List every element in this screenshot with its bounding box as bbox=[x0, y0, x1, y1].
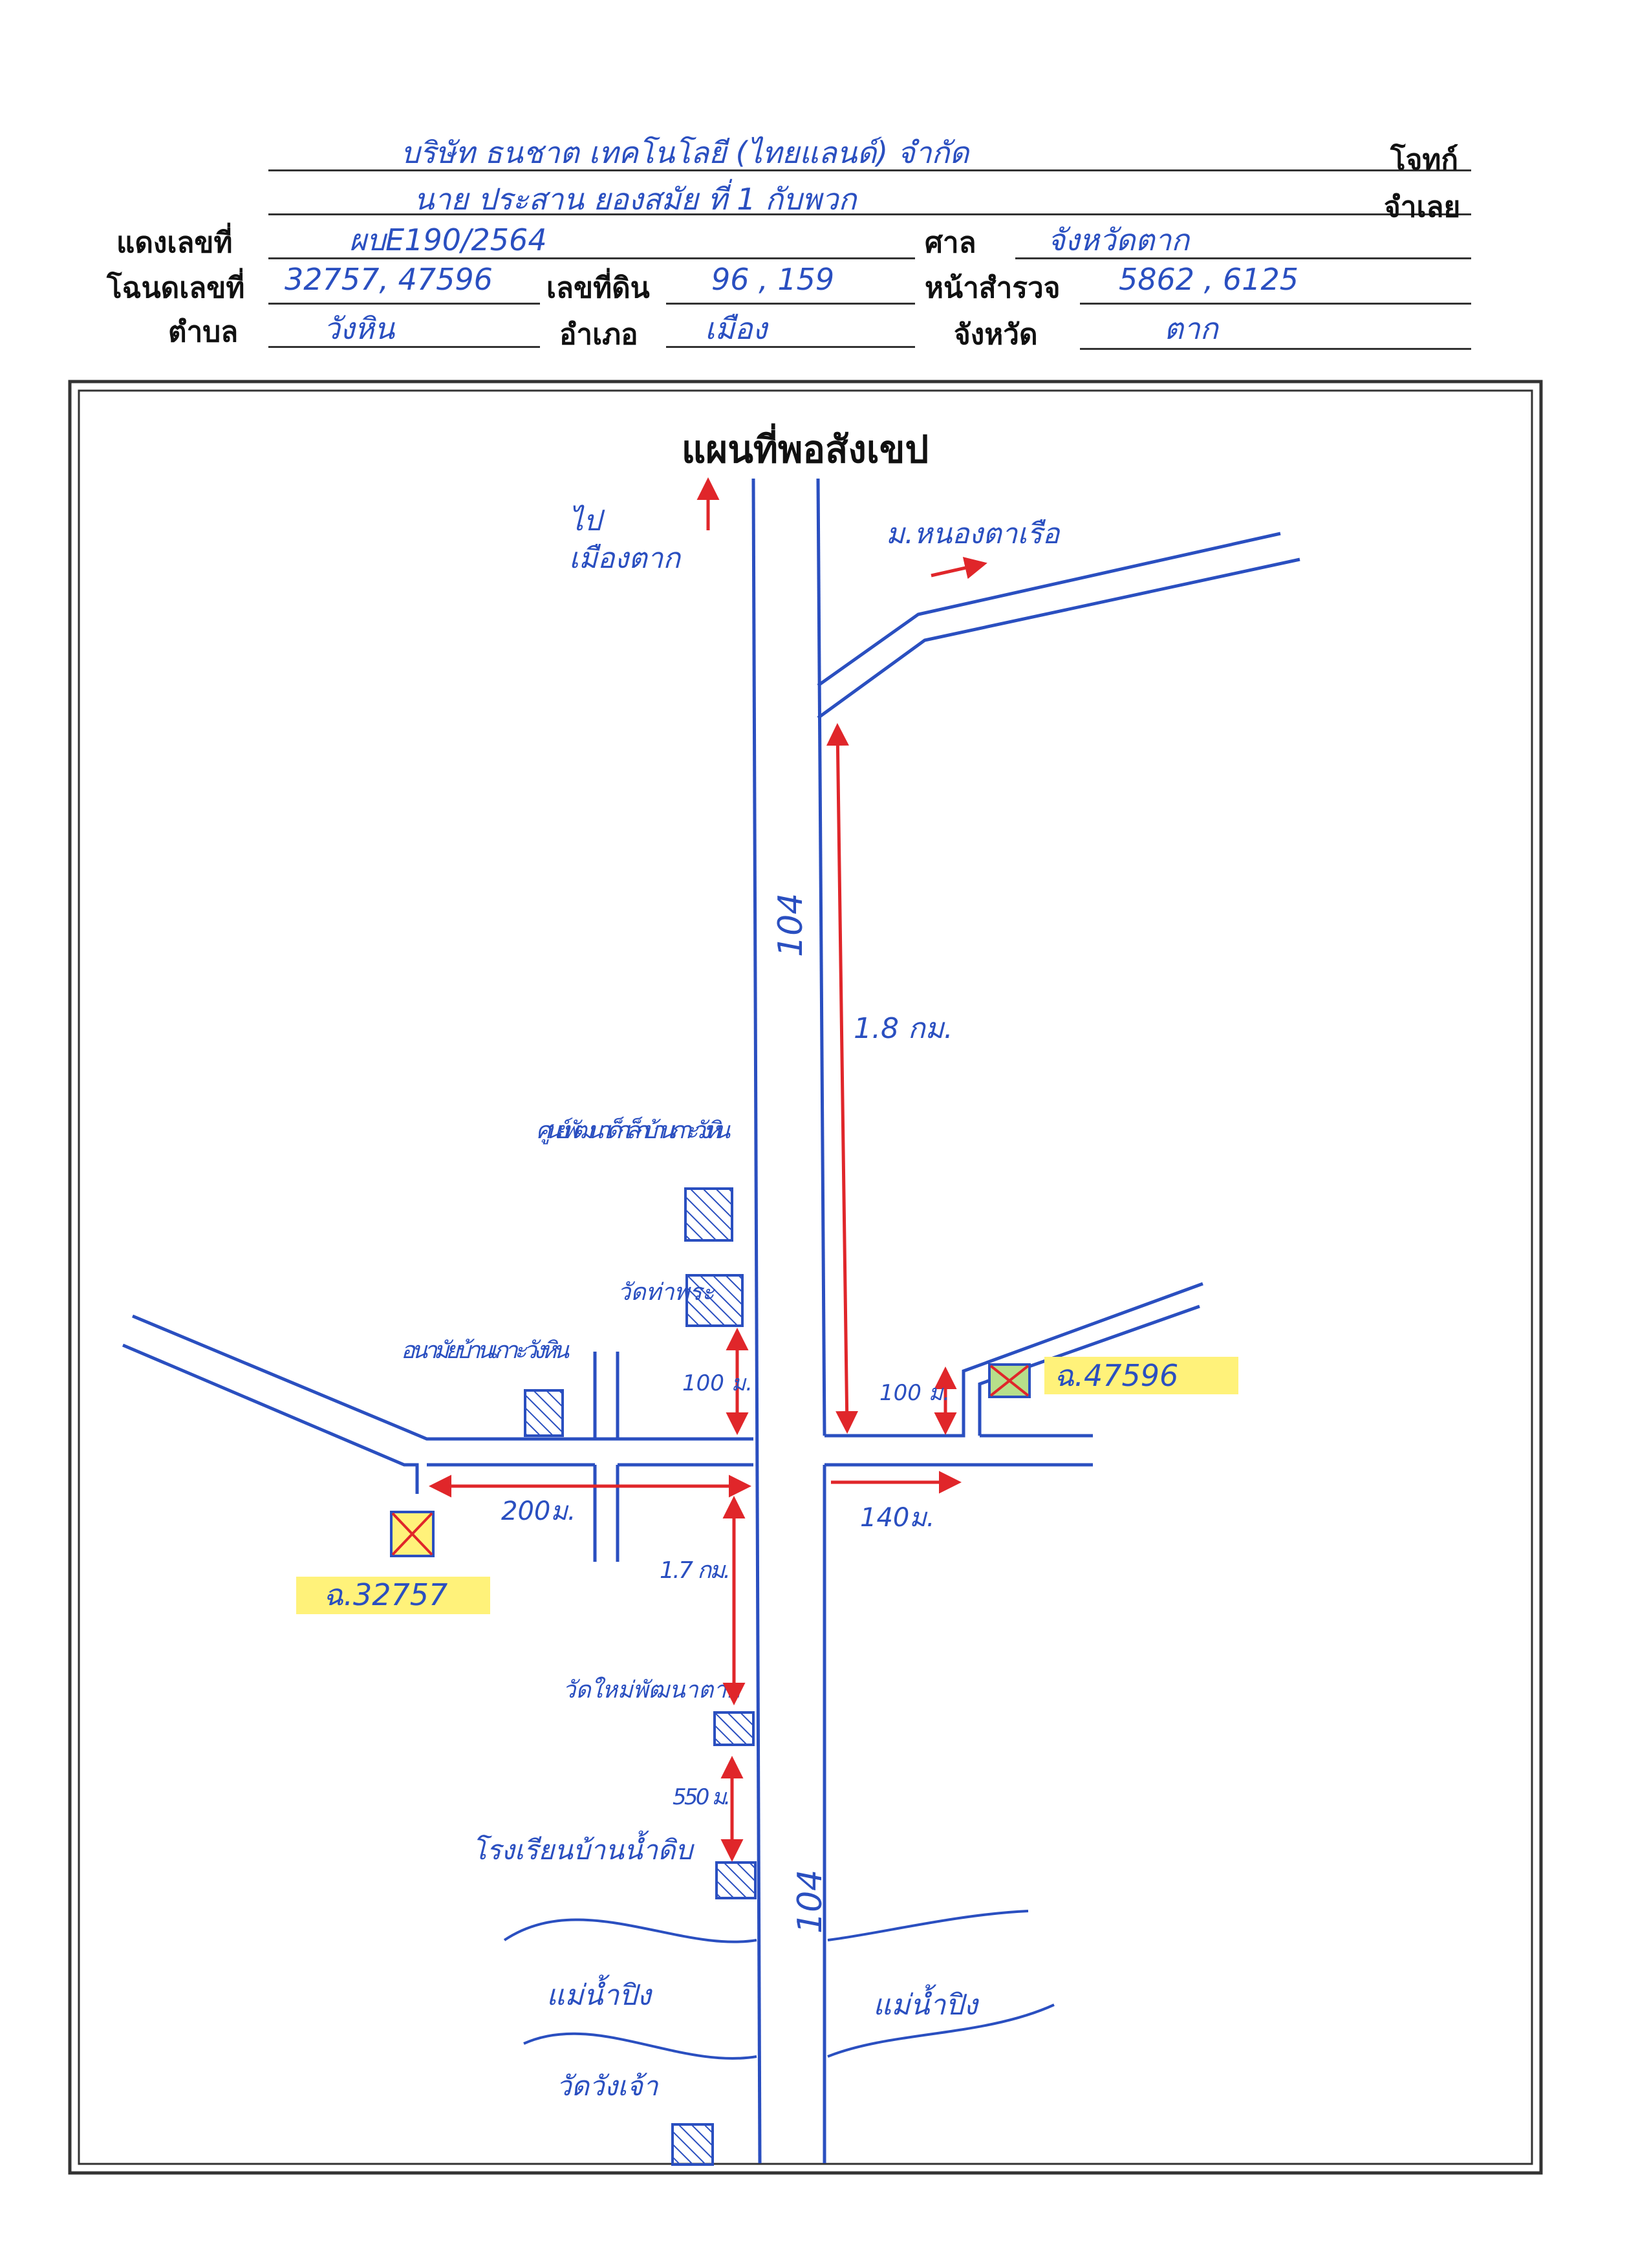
road-nongtaruea bbox=[817, 532, 1300, 720]
dist-south-label: 1.7 กม. bbox=[660, 1557, 731, 1584]
building-health bbox=[524, 1389, 564, 1437]
building-school bbox=[715, 1861, 757, 1899]
temple-south-label: วัดใหม่พัฒนาตาก bbox=[563, 1676, 742, 1703]
road-number-label: 104 bbox=[791, 1870, 830, 1934]
parcel-east-highlight bbox=[1044, 1357, 1238, 1394]
subdistrict-label: ตำบล bbox=[168, 316, 239, 349]
parcel-west-label: ฉ.32757 bbox=[323, 1577, 447, 1612]
rule bbox=[666, 303, 915, 305]
rule bbox=[268, 257, 915, 259]
center-label: ศูนย์พัฒนาเด็กเล็กบ้านเกาะวังหิน bbox=[536, 1116, 731, 1145]
parcel-west-highlight bbox=[296, 1577, 490, 1614]
plaintiff-label: โจทก์ bbox=[1390, 144, 1459, 177]
river bbox=[503, 1910, 1055, 2060]
road-number-label: 104 bbox=[771, 893, 810, 957]
building-temple-bottom bbox=[671, 2123, 714, 2166]
rule bbox=[1080, 348, 1471, 350]
province-label: จังหวัด bbox=[954, 318, 1038, 351]
defendant-value: นาย ประสาน ยองสมัย ที่ 1 กับพวก bbox=[414, 182, 857, 217]
province-value: ตาก bbox=[1164, 311, 1218, 346]
road-104 bbox=[751, 478, 826, 2164]
river-right-label: แม่น้ำปิง bbox=[873, 1984, 980, 2022]
village-road-label: ม.หนองตาเรือ bbox=[886, 517, 1061, 550]
survey-value: 5862 , 6125 bbox=[1119, 262, 1299, 297]
dist-school-label: 550 ม. bbox=[673, 1784, 731, 1810]
land-no-value: 96 , 159 bbox=[711, 262, 835, 297]
temple-bottom-label: วัดวังเจ้า bbox=[556, 2070, 659, 2102]
land-no-label: เลขที่ดิน bbox=[546, 272, 650, 305]
dist-west-side-label: 100 ม. bbox=[682, 1370, 753, 1396]
case-label: แดงเลขที่ bbox=[116, 226, 233, 259]
rule bbox=[268, 213, 1471, 215]
rule bbox=[1080, 303, 1471, 305]
map-title: แผนที่พอสังเขป bbox=[682, 423, 929, 471]
dist-west-label: 200ม. bbox=[501, 1496, 576, 1526]
plaintiff-value: บริษัท ธนชาต เทคโนโลยี (ไทยแลนด์) จำกัด bbox=[401, 135, 969, 170]
arrow-village bbox=[931, 557, 987, 579]
subdistrict-value: วังหิน bbox=[323, 311, 395, 346]
river-left-label: แม่น้ำปิง bbox=[546, 1974, 653, 2012]
rule bbox=[666, 346, 915, 348]
survey-label: หน้าสำรวจ bbox=[925, 272, 1061, 305]
deed-value: 32757, 47596 bbox=[285, 262, 493, 297]
dist-east-label: 140ม. bbox=[860, 1503, 934, 1533]
school-label: โรงเรียนบ้านน้ำดิบ bbox=[472, 1830, 695, 1866]
arrow-dist-north bbox=[826, 723, 859, 1434]
parcel-east-marker bbox=[988, 1363, 1031, 1398]
temple-north-label: วัดท่าพระ bbox=[618, 1279, 716, 1306]
building-center bbox=[684, 1187, 733, 1242]
to-city-line1: ไป bbox=[569, 504, 605, 537]
rule bbox=[268, 169, 1471, 171]
court-label: ศาล bbox=[925, 226, 976, 259]
community-label: อนามัยบ้านเกาะวังหิน bbox=[401, 1337, 570, 1364]
building-temple-north bbox=[685, 1274, 744, 1327]
court-value: จังหวัดตาก bbox=[1048, 222, 1189, 257]
parcel-west-marker bbox=[390, 1511, 435, 1557]
map-frame-outer bbox=[68, 380, 1543, 2175]
to-city-line2: เมืองตาก bbox=[569, 542, 682, 575]
to-city-label: ไปเมืองตาก bbox=[569, 504, 682, 575]
deed-label: โฉนดเลขที่ bbox=[107, 272, 245, 305]
rule bbox=[1015, 257, 1471, 259]
defendant-label: จำเลย bbox=[1384, 191, 1461, 224]
building-temple-south bbox=[713, 1711, 755, 1746]
rule bbox=[268, 303, 540, 305]
case-value: ผบE190/2564 bbox=[349, 222, 547, 257]
rule bbox=[268, 346, 540, 348]
parcel-east-label: ฉ.47596 bbox=[1054, 1358, 1178, 1393]
district-value: เมือง bbox=[705, 311, 768, 346]
dist-east-side-label: 100 ม. bbox=[879, 1380, 950, 1406]
map-frame-inner bbox=[78, 389, 1533, 2165]
district-label: อำเภอ bbox=[559, 318, 638, 351]
road-east-branch bbox=[824, 1282, 1203, 1467]
dist-north-label: 1.8 กม. bbox=[854, 1012, 953, 1045]
